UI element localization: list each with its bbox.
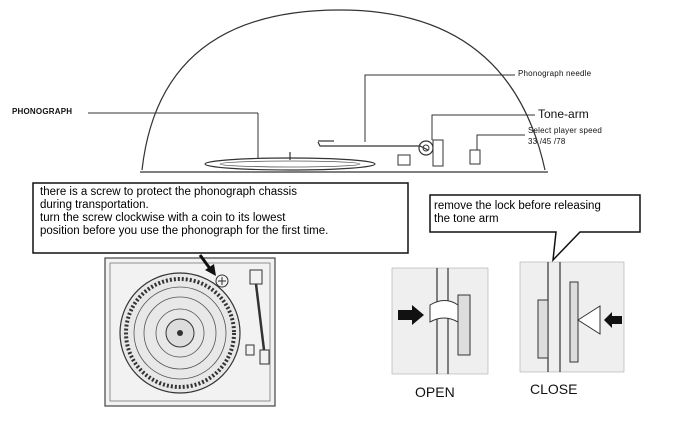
speed-values: 33 /45 /78 <box>528 137 566 146</box>
open-panel <box>391 267 489 375</box>
lock-note-line-2: the tone arm <box>434 213 499 225</box>
screw-note-line-1: there is a screw to protect the phonogra… <box>40 186 297 198</box>
open-label: OPEN <box>415 384 455 400</box>
screw-callout-box <box>32 182 409 254</box>
screw-top <box>215 274 229 288</box>
tonearm-label: Tone-arm <box>538 107 589 121</box>
screw-note-line-3: turn the screw clockwise with a coin to … <box>40 212 286 224</box>
screw-note-line-4: position before you use the phonograph f… <box>40 225 329 237</box>
close-label: CLOSE <box>530 381 578 397</box>
open-arrow <box>398 305 424 325</box>
lock-note-line-1: remove the lock before releasing <box>434 200 601 212</box>
screw-note-line-2: during transportation. <box>40 199 149 211</box>
tone-arm-profile <box>317 141 429 151</box>
phonograph-label: PHONOGRAPH <box>12 107 73 116</box>
needle-leader <box>364 74 515 142</box>
speed-leader <box>476 134 525 150</box>
close-arrow <box>604 312 622 328</box>
tonearm-leader <box>431 114 535 140</box>
speed-label: Select player speed <box>528 126 603 135</box>
lock-callout-box <box>429 194 641 263</box>
tone-arm-top <box>254 283 266 351</box>
dust-cover-dome <box>141 9 546 171</box>
lock-note: remove the lock before releasing the ton… <box>434 200 638 226</box>
needle-label: Phonograph needle <box>518 69 592 78</box>
screw-note: there is a screw to protect the phonogra… <box>40 186 406 238</box>
